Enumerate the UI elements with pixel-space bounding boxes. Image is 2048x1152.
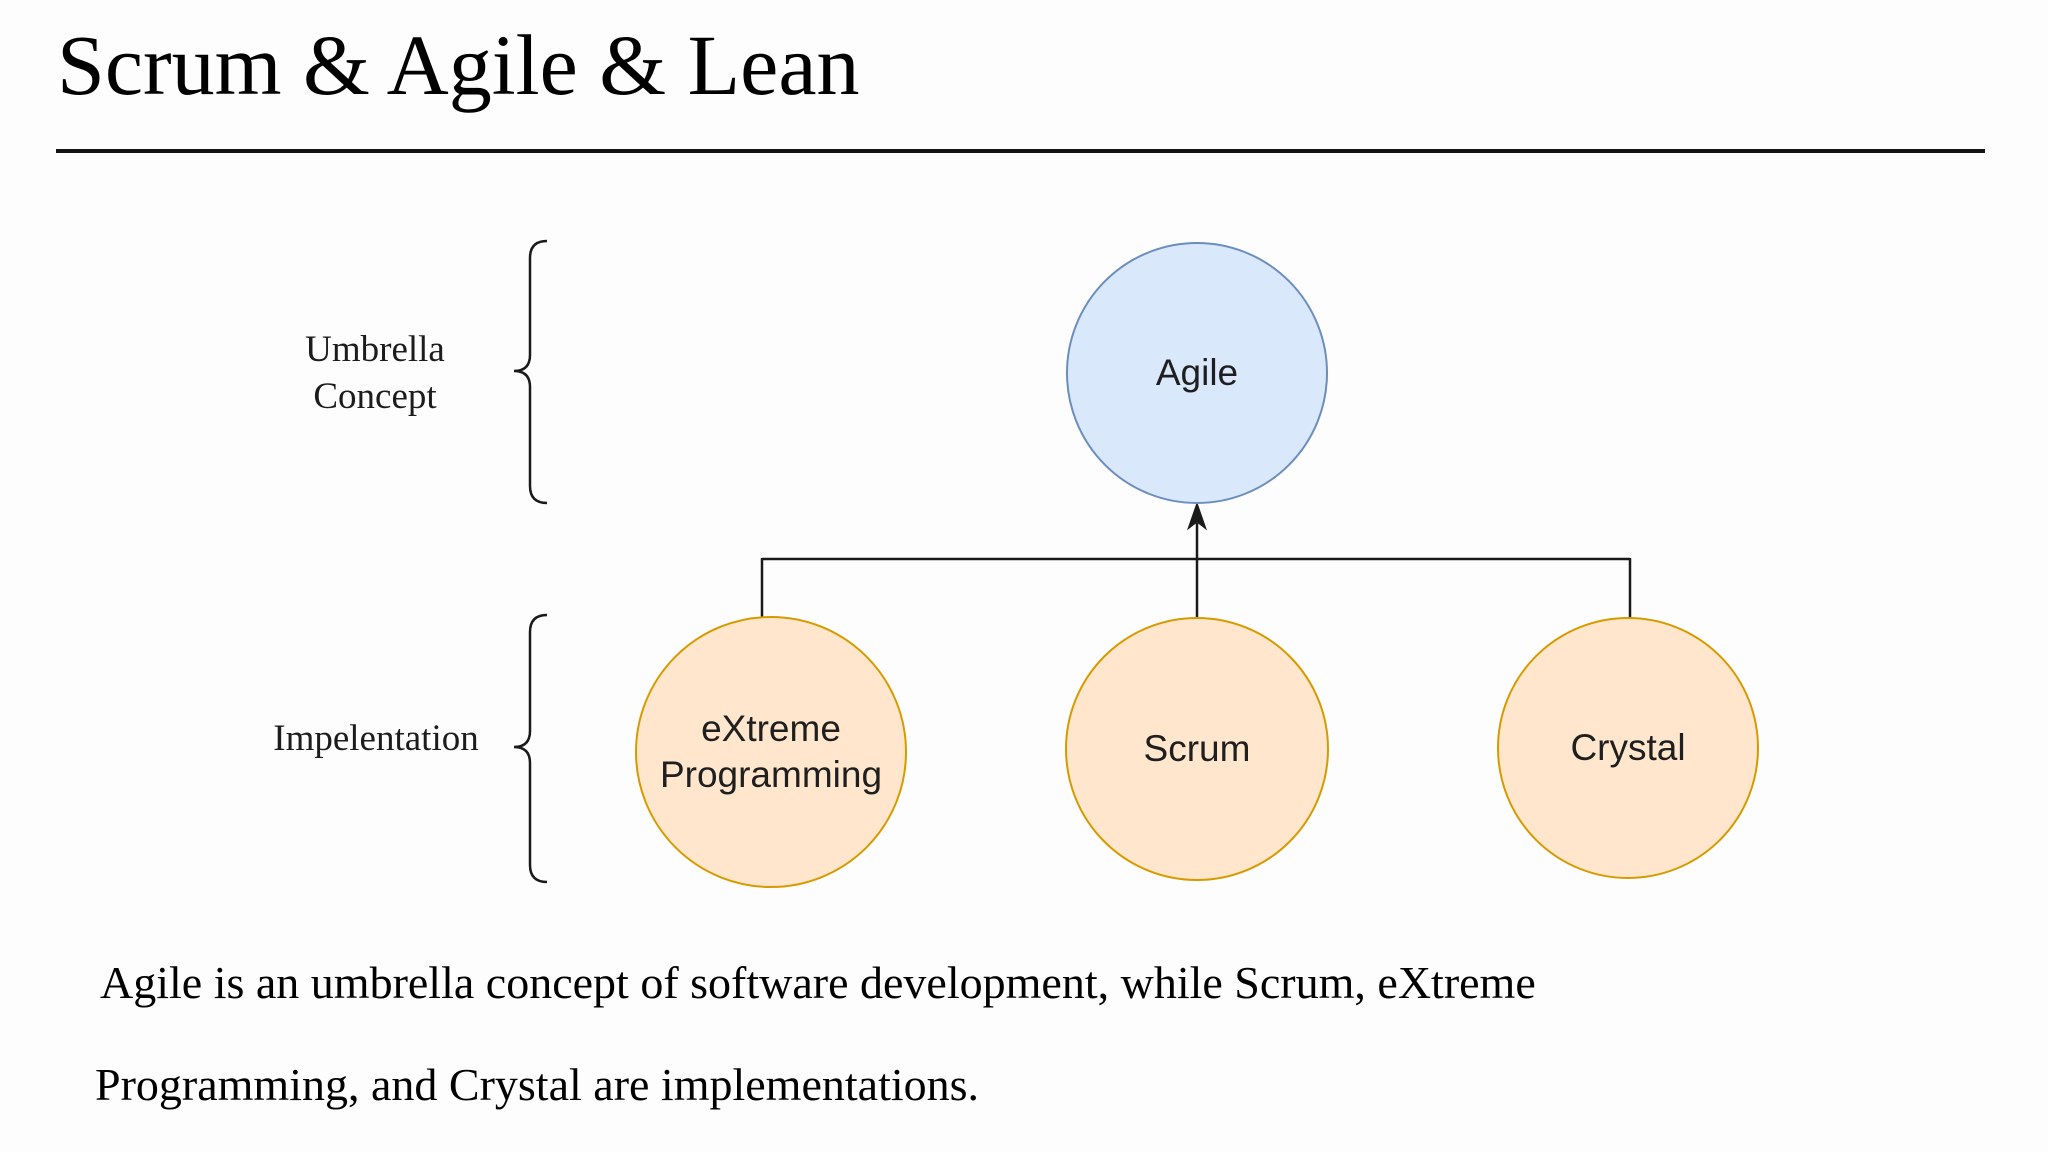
node-crystal-label: Crystal <box>1570 726 1686 768</box>
node-agile: Agile <box>1066 242 1328 504</box>
arrowhead-up-icon <box>1186 501 1208 531</box>
node-scrum-label: Scrum <box>1143 727 1251 769</box>
title-underline <box>56 149 1985 153</box>
page-title: Scrum & Agile & Lean <box>57 17 860 113</box>
node-scrum: Scrum <box>1065 617 1329 881</box>
group-label-implementation: Impelentation <box>273 718 479 759</box>
node-agile-label: Agile <box>1155 351 1239 393</box>
node-extreme-programming: eXtreme Programming <box>635 616 907 888</box>
umbrella-brace <box>513 239 548 505</box>
node-extreme-programming-label: eXtreme Programming <box>659 707 883 795</box>
node-crystal: Crystal <box>1497 617 1759 879</box>
description-line-2: Programming, and Crystal are implementat… <box>95 1059 980 1110</box>
description-line-1: Agile is an umbrella concept of software… <box>100 957 1536 1008</box>
group-label-umbrella-concept: Umbrella Concept <box>305 329 445 417</box>
implementation-brace <box>513 613 548 884</box>
